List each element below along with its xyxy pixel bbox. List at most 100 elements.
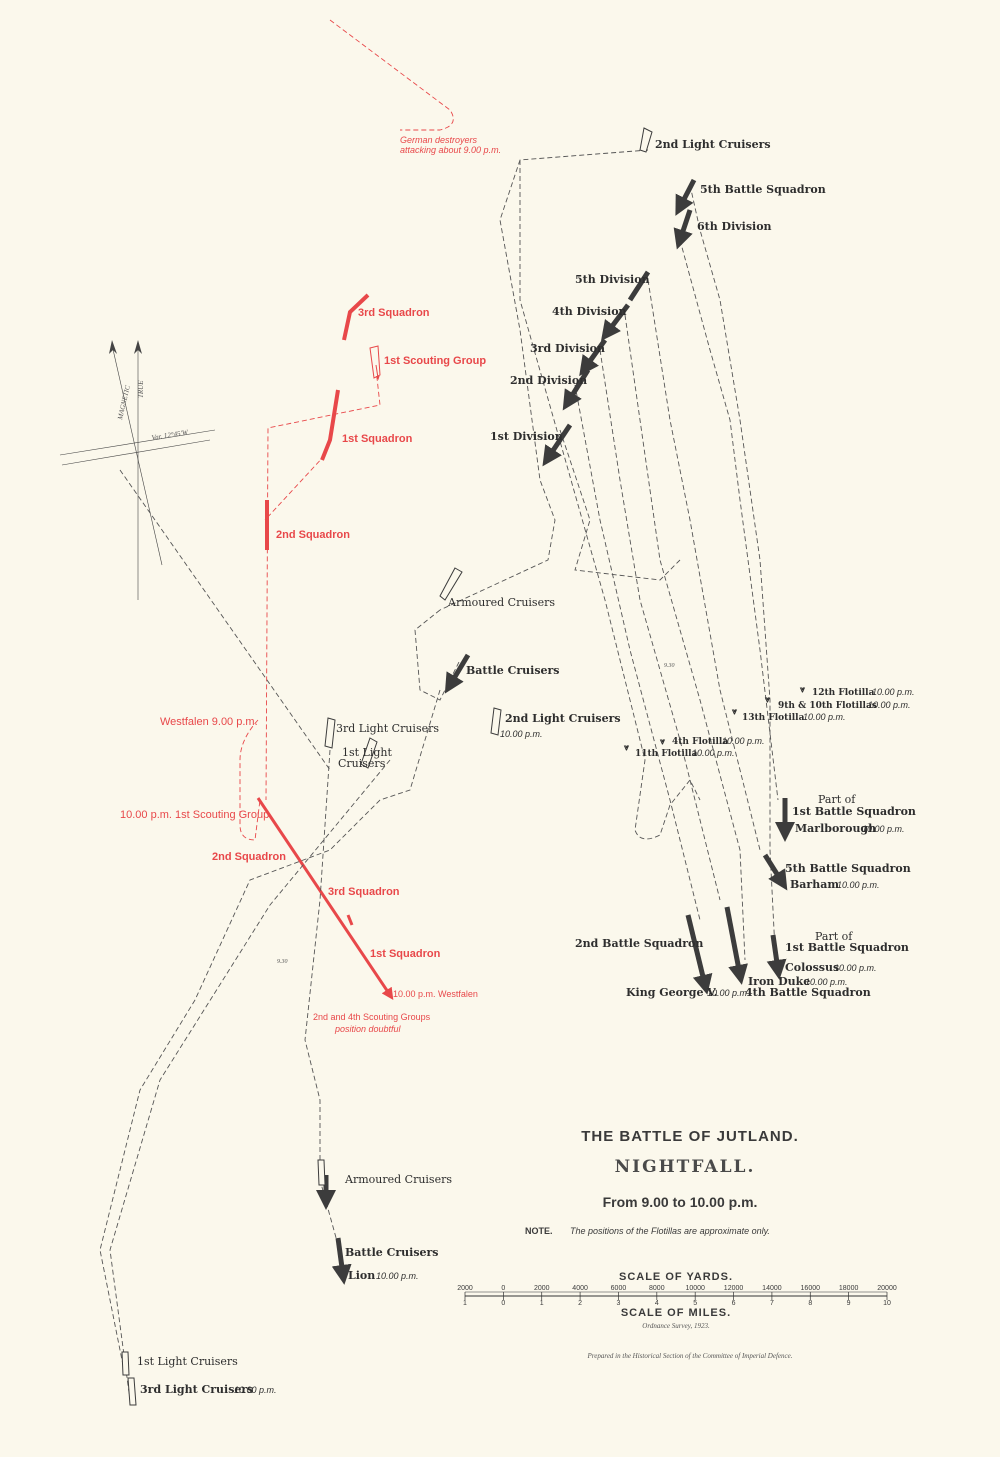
flotilla-9-10-label: 9th & 10th Flotillas [778, 701, 877, 711]
division-1-ship [542, 423, 573, 467]
westfalen-9-label: Westfalen 9.00 p.m. [160, 716, 258, 728]
armoured-cruisers-top-ship [439, 567, 463, 601]
mile-tick: 1 [540, 1300, 544, 1307]
battle-cruisers-top-label: Battle Cruisers [466, 664, 560, 677]
light-cruisers-3-bottom-ship [127, 1377, 137, 1406]
colossus-ship [766, 934, 787, 980]
compass-true-label: TRUE [137, 380, 145, 398]
battle-squadron-5-bottom-label: 5th Battle Squadron [785, 862, 911, 875]
mile-tick: 6 [732, 1300, 736, 1307]
german-1st-scouting-top-label: 1st Scouting Group [384, 355, 486, 367]
german-destroyers-time: attacking about 9.00 p.m. [400, 145, 501, 155]
part-of-2-label: Part of [815, 930, 853, 943]
marlborough-time: 10.00 p.m. [862, 824, 905, 834]
mile-tick: 7 [770, 1300, 774, 1307]
german-3rd-squadron-bottom-label: 3rd Squadron [328, 886, 400, 898]
king-george-label: King George V. [626, 986, 718, 999]
barham-ship [762, 853, 788, 891]
german-1st-squadron-top [320, 389, 340, 461]
lion-label: Lion [348, 1269, 375, 1282]
division-6-ship [673, 209, 693, 250]
german-squadron-track [264, 454, 326, 521]
flotilla-12-icon: ⩔ [799, 685, 806, 695]
flotilla-9-10-time: 10.00 p.m. [868, 700, 911, 710]
scale-yards-label: SCALE OF YARDS. [619, 1271, 733, 1283]
yard-tick: 4000 [572, 1285, 588, 1292]
cross-track [119, 469, 331, 771]
light-cruisers-1-bottom-label: 1st Light Cruisers [137, 1355, 238, 1368]
yard-tick: 14000 [762, 1285, 782, 1292]
flotilla-12-time: 10.00 p.m. [872, 687, 915, 697]
division-2-ship [562, 368, 591, 411]
division-6-label: 6th Division [697, 220, 772, 233]
division-5-ship [627, 270, 651, 302]
division-4-track [624, 314, 746, 961]
light-cruisers-2-top-label: 2nd Light Cruisers [655, 138, 771, 151]
division-4-label: 4th Division [552, 305, 627, 318]
iron-duke-time: 10.00 p.m. [805, 977, 848, 987]
yard-tick: 8000 [649, 1285, 665, 1292]
yard-tick: 20000 [877, 1285, 897, 1292]
title-block: THE BATTLE OF JUTLAND. NIGHTFALL. From 9… [525, 1128, 798, 1236]
flotilla-11-time: 10.00 p.m. [692, 748, 735, 758]
german-2nd-squadron-bottom-label: 2nd Squadron [212, 851, 286, 863]
battle-squadron-2-label: 2nd Battle Squadron [575, 937, 703, 950]
british-labels: 2nd Light Cruisers 5th Battle Squadron 6… [137, 138, 916, 1396]
marlborough-label: Marlborough [795, 822, 876, 835]
light-cruisers-2-track [439, 149, 649, 611]
magnetic-north-icon [109, 340, 117, 354]
german-tracks [239, 19, 454, 1000]
flotilla-11-icon: ⩔ [623, 743, 630, 753]
division-2-track [574, 384, 701, 921]
time-930-a: 9.30 [664, 663, 675, 669]
yard-tick: 0 [501, 1285, 505, 1292]
flotilla-4-icon: ⩔ [659, 737, 666, 747]
yard-tick: 12000 [724, 1285, 744, 1292]
yard-tick: 16000 [801, 1285, 821, 1292]
armoured-cruisers-top-label: Armoured Cruisers [447, 596, 555, 609]
light-cruisers-1-track [99, 689, 441, 1376]
fleet-west-track [519, 160, 701, 840]
flotilla-12-label: 12th Flotilla [812, 688, 875, 698]
part-of-1-label: Part of [818, 793, 856, 806]
german-destroyers-track [329, 19, 454, 131]
german-1st-squadron-bottom-label: 1st Squadron [370, 948, 441, 960]
king-george-ship [685, 914, 713, 995]
light-cruisers-2-mid-label: 2nd Light Cruisers [505, 712, 621, 725]
colossus-label: Colossus [785, 961, 839, 974]
light-cruisers-3-top-ship [324, 717, 336, 749]
battle-cruisers-bottom-label: Battle Cruisers [345, 1246, 439, 1259]
division-1-track [559, 429, 681, 581]
barham-time: 10.00 p.m. [837, 880, 880, 890]
battle-cruisers-bottom-ship [331, 1237, 352, 1285]
battle-squadron-5-ship [675, 178, 697, 216]
mile-tick: 3 [617, 1300, 621, 1307]
survey-credit: Ordnance Survey, 1923. [642, 1322, 710, 1330]
scale-tick-marks [464, 1292, 888, 1300]
german-2nd-squadron-top-label: 2nd Squadron [276, 529, 350, 541]
yard-tick: 6000 [611, 1285, 627, 1292]
yard-tick: 10000 [685, 1285, 705, 1292]
german-3rd-squadron-top [342, 293, 370, 341]
division-3-label: 3rd Division [530, 342, 605, 355]
note-text: The positions of the Flotillas are appro… [570, 1226, 770, 1236]
german-destroyers-label: German destroyers [400, 135, 478, 145]
division-1-label: 1st Division [490, 430, 563, 443]
flotilla-13-time: 10.00 p.m. [803, 712, 846, 722]
battle-squadron-5-track [689, 184, 776, 951]
map-subtitle: NIGHTFALL. [615, 1157, 756, 1177]
mile-tick: 0 [501, 1300, 505, 1307]
mile-tick: 4 [655, 1300, 659, 1307]
prepared-by: Prepared in the Historical Section of th… [587, 1352, 793, 1360]
light-cruisers-1-bottom-ship [121, 1351, 130, 1376]
light-cruisers-1-top-ship [360, 737, 378, 769]
groups-doubtful-label-1: 2nd and 4th Scouting Groups [313, 1012, 431, 1022]
yard-tick: 18000 [839, 1285, 859, 1292]
flotilla-11-label: 11th Flotilla [635, 749, 698, 759]
light-cruisers-1-top-label-a: 1st Light [342, 746, 393, 759]
king-george-time: 10.00 p.m. [707, 988, 750, 998]
compass-magnetic-label: MAGNETIC [116, 384, 132, 421]
division-3-ship [579, 338, 608, 377]
light-cruisers-2-mid-time: 10.00 p.m. [500, 729, 543, 739]
